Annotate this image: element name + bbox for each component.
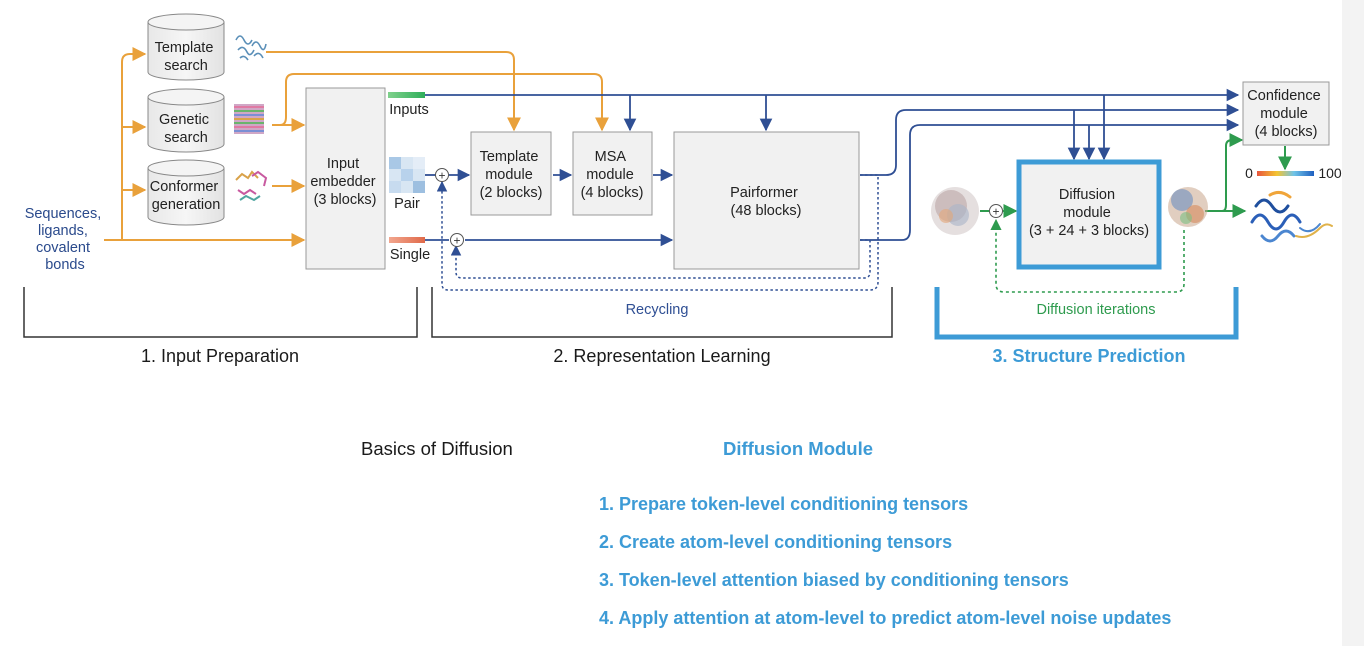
msa-module-block: MSA module (4 blocks) bbox=[572, 131, 653, 216]
svg-text:Diffusion module (: Diffusion module (3 + 24 + 3 blocks) bbox=[1029, 187, 1149, 239]
diffusion-step-2: 2. Create atom-level conditioning tensor… bbox=[599, 532, 953, 552]
diffusion-step-4: 4. Apply attention at atom-level to pred… bbox=[599, 608, 1172, 628]
single-plus-junction: + bbox=[450, 233, 464, 248]
conformer-generation-database: Conformer generation bbox=[147, 159, 225, 226]
svg-text:MSA module (4 bloc: MSA module (4 blocks) bbox=[581, 149, 644, 201]
svg-text:+: + bbox=[992, 205, 999, 219]
sequences-input-label: Sequences, ligands, covalent bonds bbox=[25, 206, 106, 273]
svg-text:0: 0 bbox=[1245, 165, 1253, 181]
scrollbar-track[interactable] bbox=[1342, 0, 1364, 646]
svg-text:Input embedder (3: Input embedder (3 blocks) bbox=[310, 156, 379, 208]
diffusion-step-1: 1. Prepare token-level conditioning tens… bbox=[599, 494, 969, 514]
template-search-database: Template search bbox=[147, 13, 225, 81]
svg-text:Pairformer (48 blocks): Pairformer (48 blocks) bbox=[730, 185, 802, 219]
svg-text:Genetic search: Genetic search bbox=[159, 112, 213, 146]
confidence-color-scale: 0 100 bbox=[1245, 165, 1342, 181]
diffusion-module-heading: Diffusion Module bbox=[723, 438, 874, 459]
svg-text:Single: Single bbox=[390, 247, 430, 263]
svg-text:100: 100 bbox=[1318, 165, 1342, 181]
predicted-protein-structure-icon bbox=[1250, 190, 1333, 243]
denoised-structure-icon bbox=[1168, 187, 1208, 227]
stage-label-representation-learning: 2. Representation Learning bbox=[553, 346, 770, 366]
pair-representation: Pair bbox=[389, 157, 425, 212]
pair-plus-junction: + bbox=[435, 168, 449, 183]
noise-cloud-icon bbox=[931, 187, 979, 235]
svg-text:Template module (2: Template module (2 blocks) bbox=[480, 149, 543, 201]
svg-text:Inputs: Inputs bbox=[389, 102, 429, 118]
confidence-module-block: Confidence module (4 blocks) bbox=[1242, 81, 1330, 146]
svg-text:Pair: Pair bbox=[394, 196, 420, 212]
diffusion-step-3: 3. Token-level attention biased by condi… bbox=[599, 570, 1069, 590]
recycling-loops bbox=[436, 174, 879, 291]
msa-alignment-icon bbox=[234, 104, 264, 134]
svg-text:+: + bbox=[453, 234, 460, 248]
inputs-representation: Inputs bbox=[388, 92, 429, 118]
green-diffusion-flow bbox=[980, 133, 1292, 218]
representation-learning-bracket bbox=[431, 287, 893, 338]
conformer-molecule-icon bbox=[235, 170, 268, 202]
single-representation: Single bbox=[389, 237, 430, 263]
input-embedder-block: Input embedder (3 blocks) bbox=[305, 87, 386, 270]
template-structure-icon bbox=[235, 35, 267, 61]
navy-representation-flow bbox=[425, 88, 1240, 247]
diffusion-module-block: Diffusion module (3 + 24 + 3 blocks) bbox=[1016, 159, 1162, 270]
svg-text:+: + bbox=[438, 169, 445, 183]
svg-text:Conformer generation: Conformer generation bbox=[150, 179, 223, 213]
genetic-search-database: Genetic search bbox=[147, 88, 225, 153]
diffusion-plus-junction: + bbox=[989, 204, 1003, 219]
input-preparation-bracket bbox=[23, 287, 418, 338]
template-module-block: Template module (2 blocks) bbox=[470, 131, 552, 216]
stage-label-structure-prediction: 3. Structure Prediction bbox=[992, 346, 1185, 366]
diffusion-iterations-label: Diffusion iterations bbox=[1036, 302, 1155, 318]
structure-prediction-bracket bbox=[934, 287, 1239, 340]
svg-text:Confidence module: Confidence module (4 blocks) bbox=[1247, 88, 1324, 140]
pairformer-block: Pairformer (48 blocks) bbox=[673, 131, 860, 270]
diffusion-iterations-loop bbox=[990, 218, 1185, 293]
orange-input-flow bbox=[104, 47, 609, 247]
diffusion-steps-list: 1. Prepare token-level conditioning tens… bbox=[599, 492, 1171, 644]
basics-of-diffusion-heading: Basics of Diffusion bbox=[361, 438, 513, 459]
svg-text:Template search: Template search bbox=[155, 40, 218, 74]
recycling-label: Recycling bbox=[626, 302, 689, 318]
stage-label-input-preparation: 1. Input Preparation bbox=[141, 346, 299, 366]
